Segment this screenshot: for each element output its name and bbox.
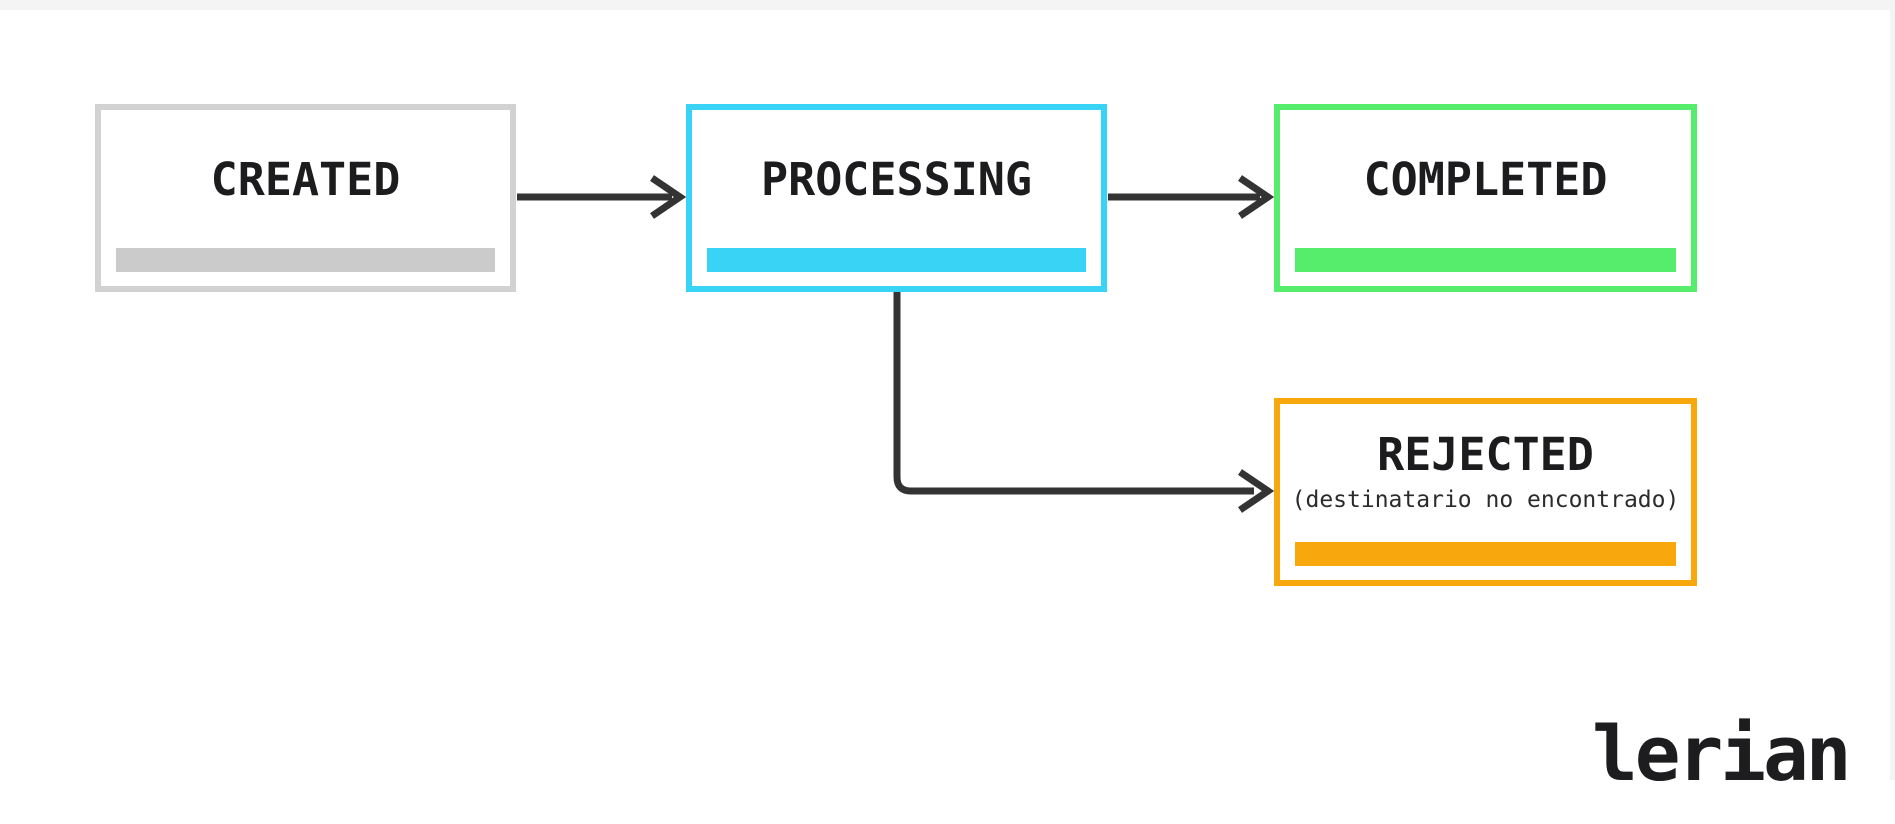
state-color-bar-processing xyxy=(707,248,1086,272)
state-label-processing: PROCESSING xyxy=(761,152,1032,206)
state-node-created-body: CREATED xyxy=(101,110,510,248)
state-node-processing: PROCESSING xyxy=(686,104,1107,292)
state-node-rejected-body: REJECTED (destinatario no encontrado) xyxy=(1280,404,1691,542)
state-node-created: CREATED xyxy=(95,104,516,292)
arrow-created-to-processing-head-icon xyxy=(650,175,687,219)
state-node-completed: COMPLETED xyxy=(1274,104,1697,292)
state-node-processing-body: PROCESSING xyxy=(692,110,1101,248)
lerian-logo: lerian xyxy=(1592,709,1852,798)
state-sublabel-rejected: (destinatario no encontrado) xyxy=(1291,486,1680,513)
arrow-processing-to-rejected-head-icon xyxy=(1238,469,1275,513)
state-label-created: CREATED xyxy=(210,152,401,206)
right-frame-strip xyxy=(1890,10,1895,780)
state-color-bar-completed xyxy=(1295,248,1676,272)
arrow-processing-to-rejected-line xyxy=(893,292,1254,495)
state-label-rejected: REJECTED xyxy=(1377,427,1594,481)
top-frame-strip xyxy=(0,0,1895,10)
arrow-processing-to-completed-head-icon xyxy=(1238,175,1275,219)
state-color-bar-created xyxy=(116,248,495,272)
state-color-bar-rejected xyxy=(1295,542,1676,566)
state-node-completed-body: COMPLETED xyxy=(1280,110,1691,248)
state-node-rejected: REJECTED (destinatario no encontrado) xyxy=(1274,398,1697,586)
state-label-completed: COMPLETED xyxy=(1363,152,1608,206)
